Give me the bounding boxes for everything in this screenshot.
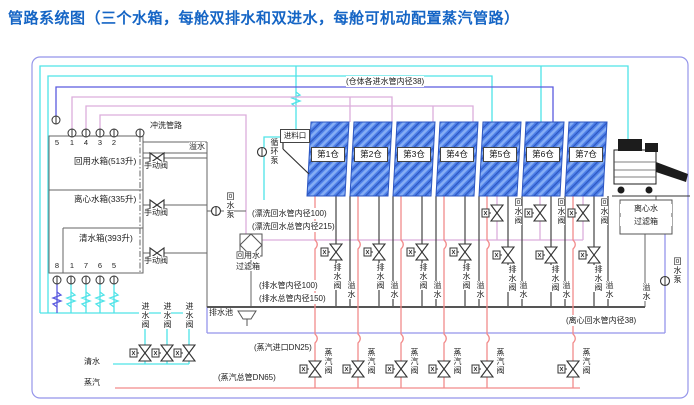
diagram-border	[31, 56, 689, 399]
circulation-pump-label: 循环泵	[268, 138, 279, 165]
manual-valve-label-1: 手动阀	[144, 161, 168, 171]
inlet-valve-label: 进水阀	[161, 302, 172, 329]
drain-valve-label: 排水阀	[506, 265, 517, 292]
return-pump-left-label: 回水泵	[224, 192, 235, 219]
circulation-pump-icon	[256, 146, 268, 158]
reuse-filter-label-2: 过滤箱	[236, 262, 260, 272]
inlet-valve-label: 进水阀	[139, 302, 150, 329]
manual-valve-label-2: 手动阀	[144, 208, 168, 218]
tank-port-number: 4	[83, 138, 89, 147]
tank-port-number: 5	[54, 138, 60, 147]
overflow-label: 溢水	[345, 281, 356, 299]
drain-valve-label: 排水阀	[417, 263, 428, 290]
return-valve-label: 回水阀	[512, 198, 523, 225]
cabin-inlet-note: (仓体各进水管内径38)	[346, 76, 425, 87]
steam-valve-label: 蒸汽阀	[494, 348, 505, 375]
drain-valve-label: 排水阀	[331, 263, 342, 290]
rinse-return-note: (漂洗回水管内径100)	[252, 208, 327, 219]
cabin-label-2: 第2仓	[354, 147, 388, 162]
flush-line-label: 冲洗管路	[150, 121, 182, 131]
drain-valve-label: 排水阀	[592, 265, 603, 292]
centrifugal-filter-label-2: 过滤箱	[620, 217, 672, 227]
steam-valve-label: 蒸汽阀	[365, 348, 376, 375]
reuse-filter-label-1: 回用水	[236, 251, 260, 261]
blue-pipes	[51, 86, 554, 313]
drain-valve-label: 排水阀	[374, 263, 385, 290]
tank-port-number: 6	[97, 261, 103, 270]
overflow-label: 溢水	[603, 281, 614, 299]
inlet-valves	[129, 344, 196, 362]
cabin-label-3: 第3仓	[397, 147, 431, 162]
drain-pool-label: 排水池	[209, 308, 233, 318]
tank-port-number: 1	[69, 261, 75, 270]
return-pump-left-icon	[210, 205, 222, 217]
inlet-valve-label: 进水阀	[183, 302, 194, 329]
return-pump-right-icon	[659, 275, 671, 287]
feed-hopper	[282, 143, 310, 175]
cabin-label-5: 第5仓	[483, 147, 517, 162]
steam-valve-label: 蒸汽阀	[451, 348, 462, 375]
cabin-label-4: 第4仓	[440, 147, 474, 162]
overflow-label: 溢水	[560, 281, 571, 299]
overflow-label: 溢水	[474, 281, 485, 299]
drain-pipe-note: (排水管内径100)	[259, 280, 318, 291]
steam-inlet-note: (蒸汽进口DN25)	[254, 342, 312, 353]
drain-valves	[320, 243, 601, 264]
overflow-top-label: 溢水	[189, 142, 205, 152]
cabin-label-1: 第1仓	[311, 147, 345, 162]
tank-port-number: 1	[69, 138, 75, 147]
tank-reuse-label: 回用水箱(513升)	[74, 156, 137, 167]
return-valve-label: 回水阀	[598, 198, 609, 225]
tank-port-number: 3	[97, 138, 103, 147]
clean-water-label: 清水	[84, 357, 100, 367]
cabin-label-6: 第6仓	[526, 147, 560, 162]
drain-pool-funnel	[237, 310, 257, 326]
tank-port-number: 2	[111, 138, 117, 147]
page-title: 管路系统图（三个水箱，每舱双排水和双进水，每舱可机动配置蒸汽管路）	[8, 10, 520, 27]
drain-valve-label: 排水阀	[549, 265, 560, 292]
rinse-return-main-note: (漂洗回水总管内径215)	[252, 221, 335, 232]
tank-port-number: 7	[83, 261, 89, 270]
centrifugal-filter-label-1: 离心水	[620, 204, 672, 214]
centrifuge-machine	[612, 139, 690, 197]
cabin-label-7: 第7仓	[569, 147, 603, 162]
overflow-label: 溢水	[388, 281, 399, 299]
overflow-label: 溢水	[517, 281, 528, 299]
overflow-label: 溢水	[431, 281, 442, 299]
steam-valve-label: 蒸汽阀	[580, 348, 591, 375]
return-valve-label: 回水阀	[555, 198, 566, 225]
tank-port-number: 8	[54, 261, 60, 270]
manual-valve-label-3: 手动阀	[144, 256, 168, 266]
steam-pipes	[115, 196, 580, 389]
steam-main-note: (蒸汽总管DN65)	[218, 372, 276, 383]
centrifugal-return-note: (离心回水管内径38)	[566, 315, 637, 326]
feed-inlet-plate: 进料口	[280, 129, 310, 143]
steam-valve-label: 蒸汽阀	[322, 348, 333, 375]
steam-valves	[299, 360, 580, 378]
tank-centrifugal-label: 离心水箱(335升)	[74, 194, 137, 205]
drain-valve-label: 排水阀	[460, 263, 471, 290]
return-pump-right-label: 回水泵	[671, 257, 682, 284]
steam-valve-label: 蒸汽阀	[408, 348, 419, 375]
tank-clean-label: 清水箱(393升)	[79, 233, 133, 244]
tank-port-number: 5	[111, 261, 117, 270]
overflow-label: 溢水	[640, 283, 651, 301]
drain-main-note: (排水总管内径150)	[259, 293, 326, 304]
steam-label: 蒸汽	[84, 378, 100, 388]
